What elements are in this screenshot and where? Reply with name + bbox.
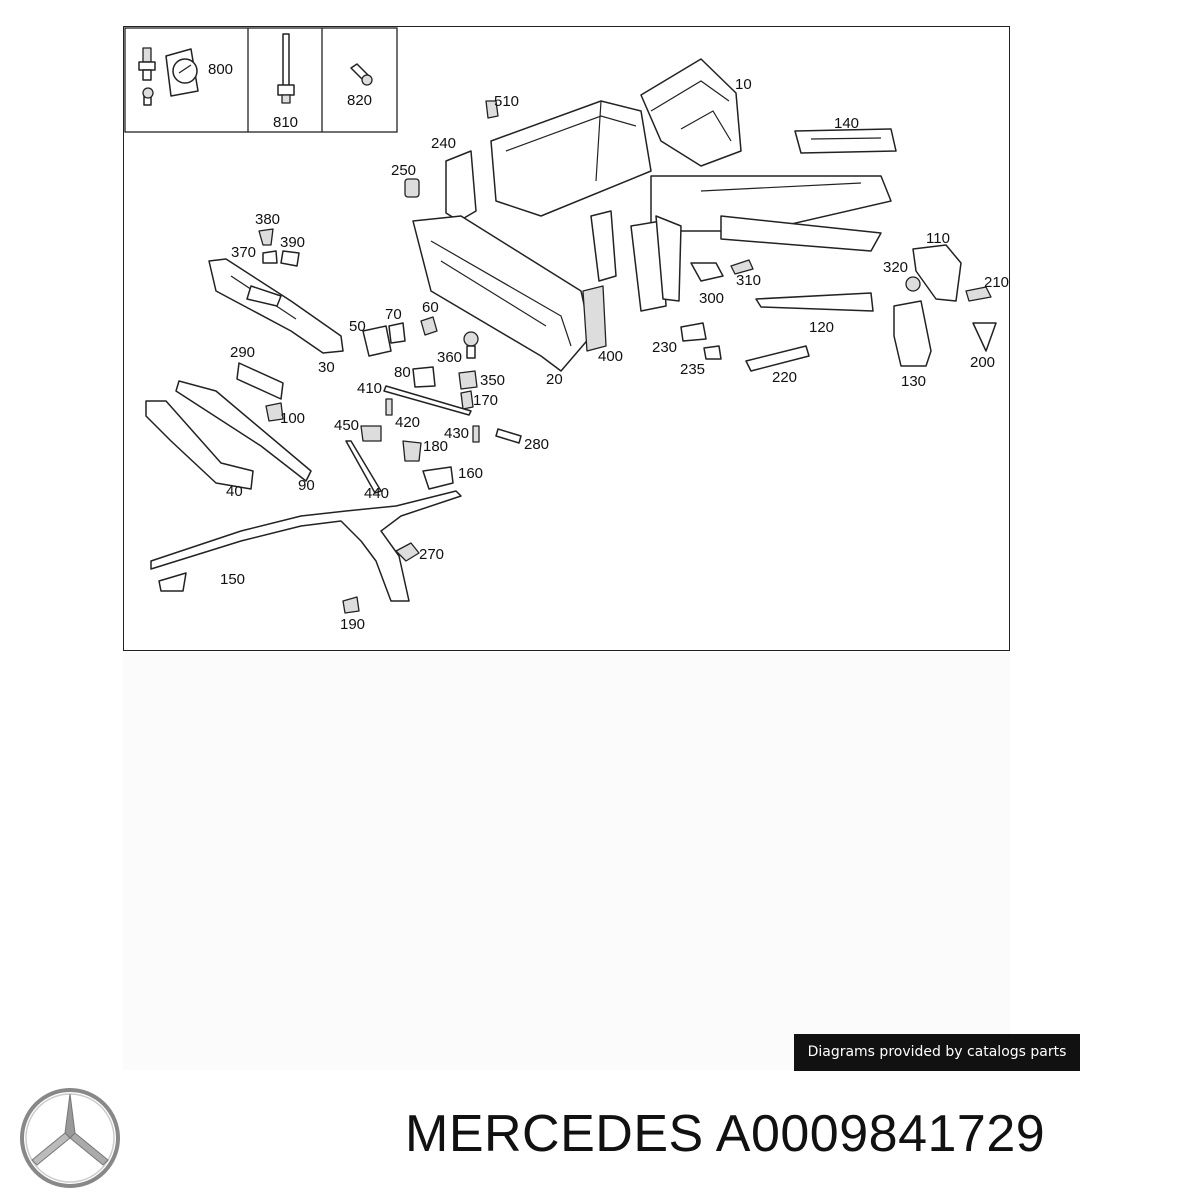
callout-200: 200: [970, 354, 995, 371]
callout-430: 430: [444, 425, 469, 442]
callout-140: 140: [834, 115, 859, 132]
callout-50: 50: [349, 318, 366, 335]
callout-320: 320: [883, 259, 908, 276]
callout-420: 420: [395, 414, 420, 431]
callout-380: 380: [255, 211, 280, 228]
callout-310: 310: [736, 272, 761, 289]
right-side-parts: [680, 244, 997, 372]
callout-160: 160: [458, 465, 483, 482]
callout-120: 120: [809, 319, 834, 336]
callout-240: 240: [431, 135, 456, 152]
bolt-810-icon: [277, 33, 295, 104]
callout-labels: 800 810 820 10 510 140 240 250 380 390 3…: [208, 61, 1009, 633]
callout-390: 390: [280, 234, 305, 251]
callout-180: 180: [423, 438, 448, 455]
callout-100: 100: [280, 410, 305, 427]
left-side-parts: [145, 100, 522, 494]
bolt-820-icon: [350, 63, 373, 86]
callout-440: 440: [364, 485, 389, 502]
callout-270: 270: [419, 546, 444, 563]
callout-80: 80: [394, 364, 411, 381]
callout-250: 250: [391, 162, 416, 179]
callout-150: 150: [220, 571, 245, 588]
fastener-800-icon: [138, 47, 199, 106]
callout-170: 170: [473, 392, 498, 409]
callout-410: 410: [357, 380, 382, 397]
callout-190: 190: [340, 616, 365, 633]
callout-110: 110: [926, 230, 950, 247]
callout-800: 800: [208, 61, 233, 78]
blank-panel: [123, 652, 1010, 1070]
callout-510: 510: [494, 93, 519, 110]
legend-box: [124, 27, 398, 133]
callout-220: 220: [772, 369, 797, 386]
callout-810: 810: [273, 114, 298, 131]
callout-280: 280: [524, 436, 549, 453]
mercedes-star-icon: [18, 1086, 122, 1190]
callout-350: 350: [480, 372, 505, 389]
callout-210: 210: [984, 274, 1009, 291]
callout-30: 30: [318, 359, 335, 376]
callout-400: 400: [598, 348, 623, 365]
product-title: MERCEDES A0009841729: [405, 1105, 1046, 1163]
callout-90: 90: [298, 477, 315, 494]
front-frame-assembly: [404, 58, 897, 372]
callout-20: 20: [546, 371, 563, 388]
callout-820: 820: [347, 92, 372, 109]
callout-450: 450: [334, 417, 359, 434]
callout-370: 370: [231, 244, 256, 261]
callout-290: 290: [230, 344, 255, 361]
callout-360: 360: [437, 349, 462, 366]
callout-130: 130: [901, 373, 926, 390]
callout-10: 10: [735, 76, 752, 93]
callout-70: 70: [385, 306, 402, 323]
parts-diagram: 800 810 820 10 510 140 240 250 380 390 3…: [123, 26, 1010, 651]
callout-300: 300: [699, 290, 724, 307]
rail-150: [150, 490, 462, 614]
credit-badge: Diagrams provided by catalogs parts: [794, 1034, 1080, 1071]
callout-230: 230: [652, 339, 677, 356]
callout-235: 235: [680, 361, 705, 378]
callout-60: 60: [422, 299, 439, 316]
parts-diagram-drawing: 800 810 820 10 510 140 240 250 380 390 3…: [124, 27, 1009, 633]
callout-40: 40: [226, 483, 243, 500]
